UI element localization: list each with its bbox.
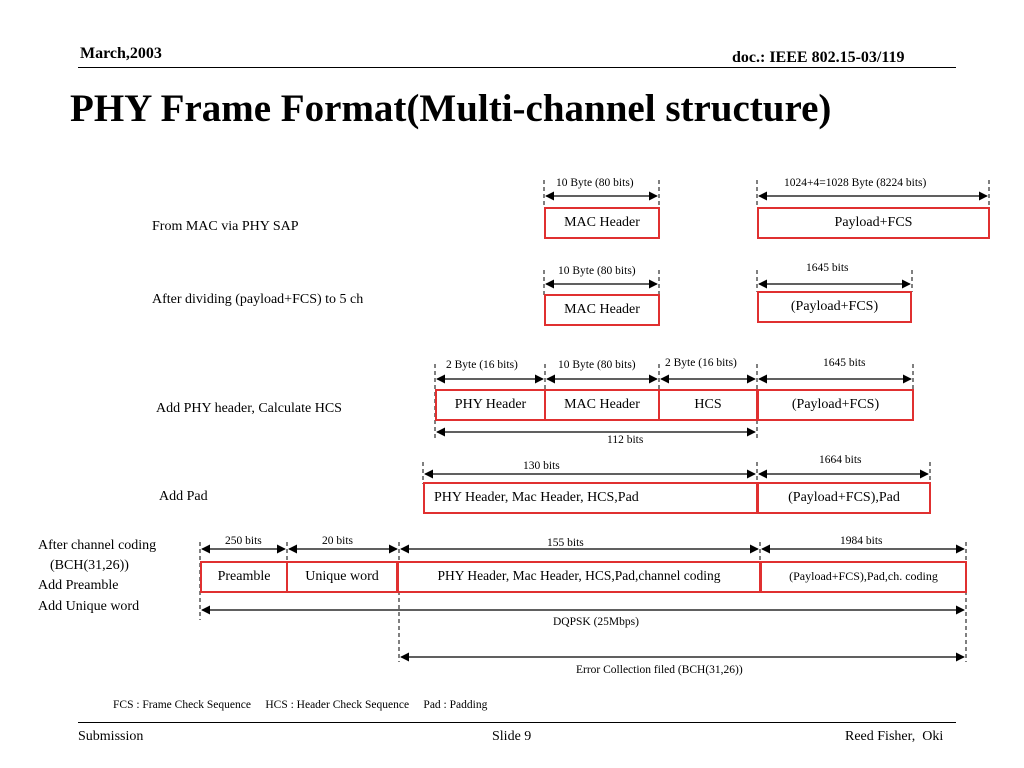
footer-divider (78, 722, 956, 723)
row4-label: Add Pad (159, 489, 208, 504)
row3-phy-dimension: 2 Byte (16 bits) (446, 359, 518, 371)
row5-label-line3: Add Preamble (38, 578, 119, 593)
row3-phy-header-box: PHY Header (435, 389, 546, 421)
row1-payload-dimension: 1024+4=1028 Byte (8224 bits) (784, 177, 927, 189)
row3-total-dimension: 112 bits (607, 434, 644, 446)
abbreviation-legend: FCS : Frame Check Sequence HCS : Header … (113, 699, 488, 711)
row3-hcs-box: HCS (658, 389, 758, 421)
footer-author: Reed Fisher, Oki (845, 729, 944, 744)
row3-payload-box: (Payload+FCS) (757, 389, 914, 421)
row2-label: After dividing (payload+FCS) to 5 ch (152, 292, 364, 307)
row5-label-line2: (BCH(31,26)) (50, 558, 129, 573)
row2-payload-dimension: 1645 bits (806, 262, 849, 274)
error-collection-dimension: Error Collection filed (BCH(31,26)) (576, 664, 743, 676)
footer-slide-number: Slide 9 (492, 729, 532, 744)
row5-label-line1: After channel coding (38, 538, 157, 553)
row2-mac-header-box: MAC Header (544, 294, 660, 326)
header-date: March,2003 (80, 45, 162, 62)
row3-label: Add PHY header, Calculate HCS (156, 401, 342, 416)
row5-preamble-dimension: 250 bits (225, 535, 262, 547)
header-doc-id: doc.: IEEE 802.15-03/119 (732, 49, 905, 66)
footer-submission: Submission (78, 729, 144, 744)
row2-payload-box: (Payload+FCS) (757, 291, 912, 323)
row1-mac-header-box: MAC Header (544, 207, 660, 239)
row5-payload-box: (Payload+FCS),Pad,ch. coding (760, 561, 967, 593)
row1-label: From MAC via PHY SAP (152, 219, 299, 234)
row4-payload-box: (Payload+FCS),Pad (757, 482, 931, 514)
row3-mac-dimension: 10 Byte (80 bits) (558, 359, 636, 371)
row3-hcs-dimension: 2 Byte (16 bits) (665, 357, 737, 369)
row5-payload-dimension: 1984 bits (840, 535, 883, 547)
row5-label-line4: Add Unique word (38, 599, 140, 614)
row4-header-block-box: PHY Header, Mac Header, HCS,Pad (423, 482, 758, 514)
row3-payload-dimension: 1645 bits (823, 357, 866, 369)
row1-payload-box: Payload+FCS (757, 207, 990, 239)
row5-header-block-box: PHY Header, Mac Header, HCS,Pad,channel … (397, 561, 761, 593)
header-divider (78, 67, 956, 68)
dimension-arrows (201, 191, 988, 662)
slide-title: PHY Frame Format(Multi-channel structure… (70, 87, 832, 130)
row5-unique-word-dimension: 20 bits (322, 535, 353, 547)
row5-unique-word-box: Unique word (286, 561, 398, 593)
dqpsk-dimension: DQPSK (25Mbps) (553, 616, 639, 628)
row2-mac-dimension: 10 Byte (80 bits) (558, 265, 636, 277)
row4-payload-dimension: 1664 bits (819, 454, 862, 466)
row3-mac-header-box: MAC Header (544, 389, 660, 421)
row1-mac-dimension: 10 Byte (80 bits) (556, 177, 634, 189)
row4-header-dimension: 130 bits (523, 460, 560, 472)
row5-header-dimension: 155 bits (547, 537, 584, 549)
row5-preamble-box: Preamble (200, 561, 288, 593)
